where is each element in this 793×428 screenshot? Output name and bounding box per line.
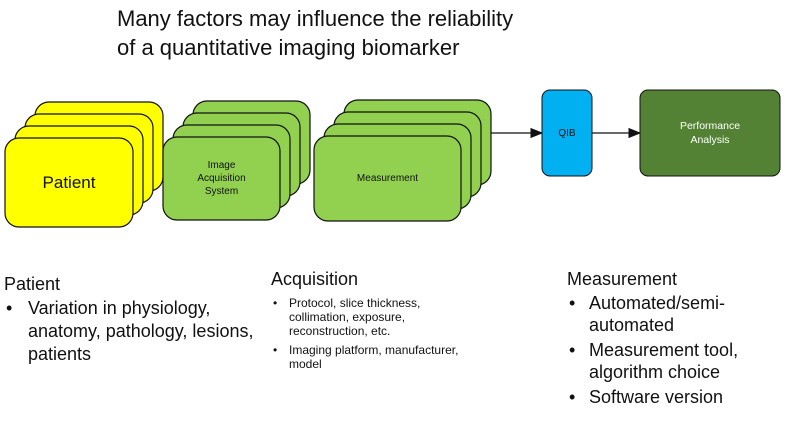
flow-diagram bbox=[4, 89, 781, 228]
acquisition-stack bbox=[162, 100, 311, 221]
diagram-title: Many factors may influence the reliabili… bbox=[117, 4, 677, 62]
patient-node-label: Patient bbox=[42, 173, 96, 192]
acquisition-factor-item: Protocol, slice thickness, collimation, … bbox=[271, 296, 481, 338]
measurement-node-label: Measurement bbox=[356, 173, 419, 184]
measurement-card bbox=[313, 135, 462, 222]
measurement-stack bbox=[313, 99, 492, 222]
acquisition-node-label: Image Acquisition System bbox=[197, 160, 246, 197]
measurement-factors: Measurement Automated/semi-automated Mea… bbox=[567, 268, 789, 411]
title-line-2: of a quantitative imaging biomarker bbox=[117, 35, 460, 60]
title-line-1: Many factors may influence the reliabili… bbox=[117, 6, 514, 31]
qib-node-label: QIB bbox=[558, 127, 576, 139]
measurement-factor-item: Software version bbox=[567, 386, 789, 408]
acquisition-factor-list: Protocol, slice thickness, collimation, … bbox=[271, 296, 481, 371]
patient-factor-list: Variation in physiology, anatomy, pathol… bbox=[4, 297, 259, 366]
measurement-factor-item: Automated/semi-automated bbox=[567, 292, 789, 336]
patient-factor-item: Variation in physiology, anatomy, pathol… bbox=[4, 297, 259, 366]
acquisition-card bbox=[162, 136, 281, 221]
patient-card bbox=[4, 137, 134, 228]
measurement-factor-item: Measurement tool, algorithm choice bbox=[567, 339, 789, 383]
performance-node-label: Performance Analysis bbox=[679, 120, 741, 146]
measurement-factor-list: Automated/semi-automated Measurement too… bbox=[567, 292, 789, 408]
acquisition-factors: Acquisition Protocol, slice thickness, c… bbox=[271, 268, 481, 376]
performance-analysis-box bbox=[639, 89, 781, 177]
patient-factors: Patient Variation in physiology, anatomy… bbox=[4, 273, 259, 366]
acquisition-factor-item: Imaging platform, manufacturer, model bbox=[271, 343, 481, 371]
acquisition-heading: Acquisition bbox=[271, 269, 359, 289]
measurement-heading: Measurement bbox=[567, 269, 678, 289]
patient-heading: Patient bbox=[4, 274, 61, 294]
patient-stack bbox=[4, 101, 164, 228]
